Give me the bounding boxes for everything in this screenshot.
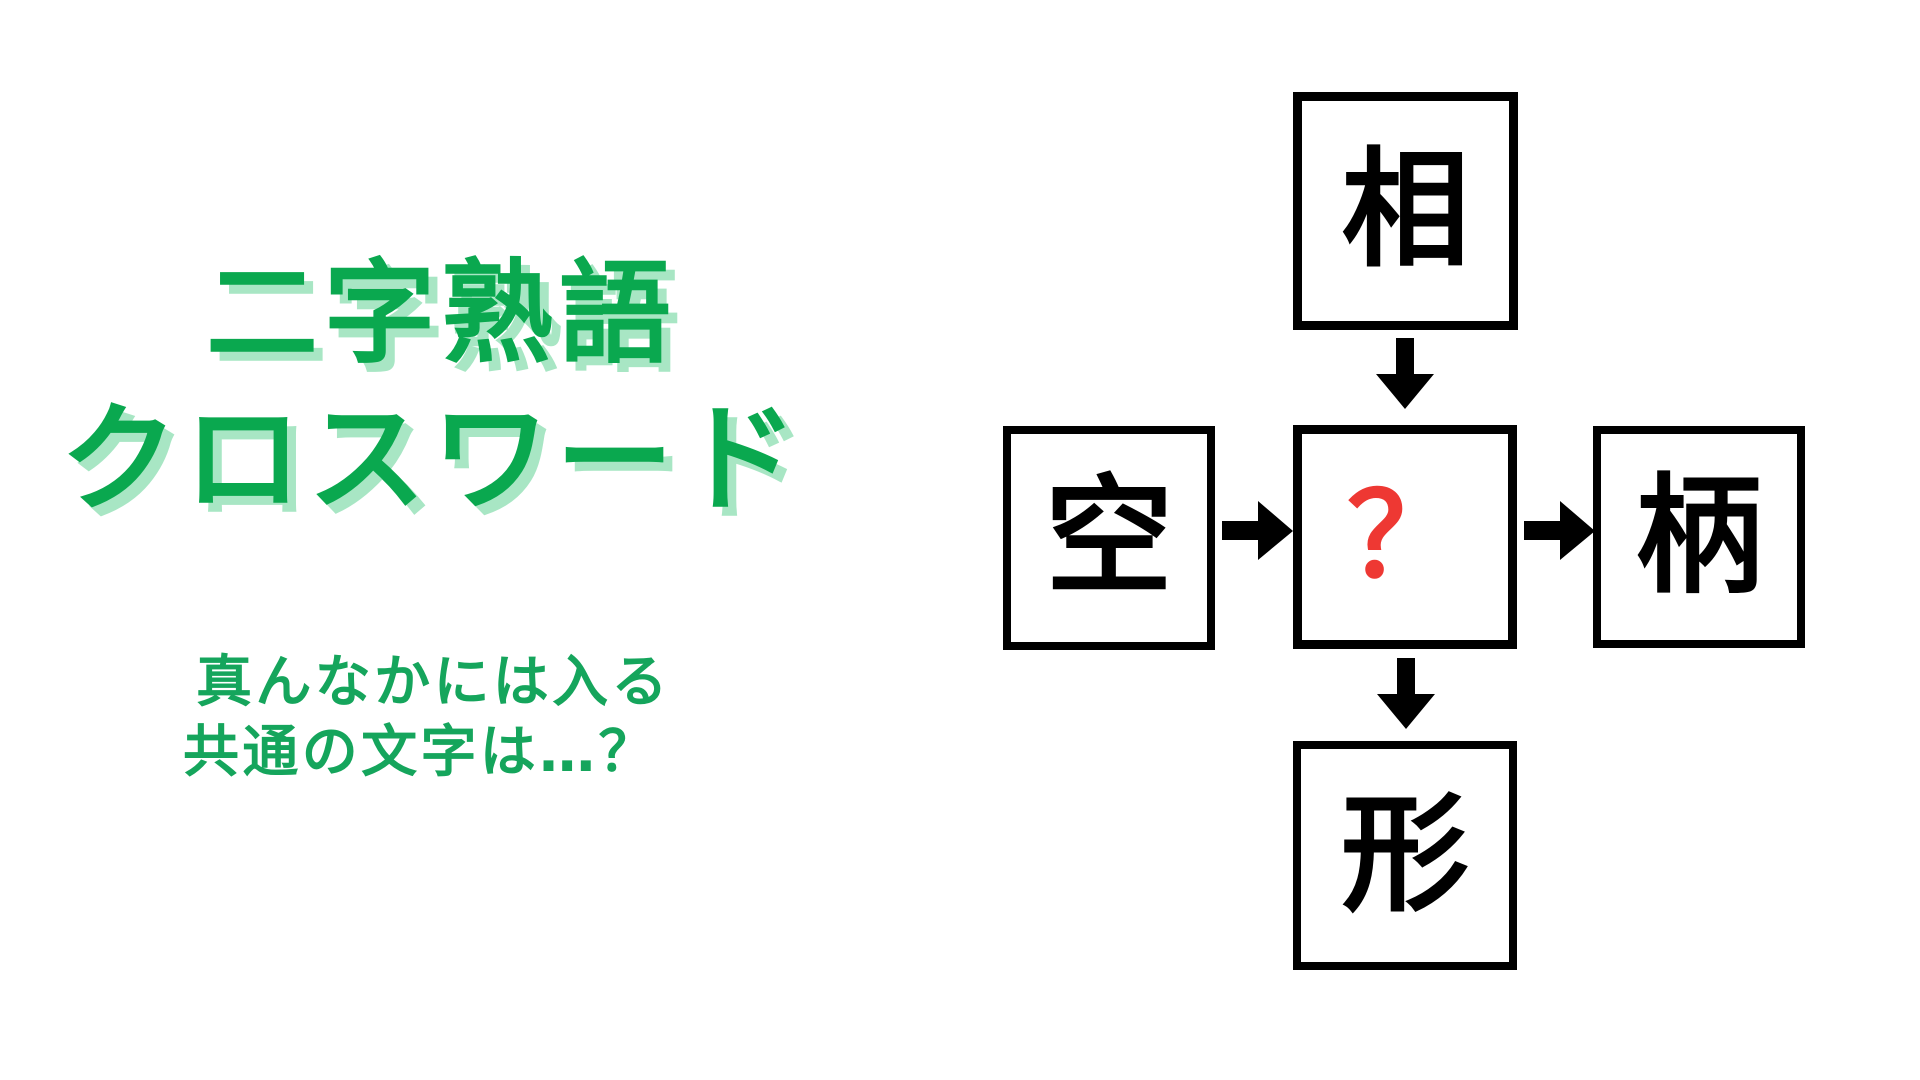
title-panel: 二字熟語 クロスワード 真んなかには入る 共通の文字は…？ [60,249,804,785]
arrow-right-icon-center [1524,500,1596,562]
puzzle-cell-left: 空 [1003,426,1215,650]
puzzle-cell-right: 柄 [1593,426,1805,648]
arrow-right-icon-left [1222,500,1294,562]
title-line-1: 二字熟語 [206,249,677,379]
arrow-down-icon-bottom [1375,658,1437,730]
subtitle-line-2: 共通の文字は…？ [183,720,658,785]
kanji-glyph-top: 相 [1341,136,1470,285]
answer-placeholder-glyph: ？ [1347,469,1463,604]
puzzle-cell-center-answer[interactable]: ？ [1293,425,1517,649]
kanji-glyph-bottom: 形 [1340,780,1469,930]
kanji-glyph-right: 柄 [1634,462,1763,611]
puzzle-cell-top: 相 [1293,92,1518,330]
arrow-down-icon-top [1374,338,1436,410]
kanji-glyph-left: 空 [1044,463,1173,612]
title-line-2: クロスワード [60,390,804,528]
puzzle-cell-bottom: 形 [1293,741,1517,970]
subtitle-line-1: 真んなかには入る [196,650,671,715]
crossword-diagram: 相 空 ？ 柄 形 [980,0,1920,1080]
